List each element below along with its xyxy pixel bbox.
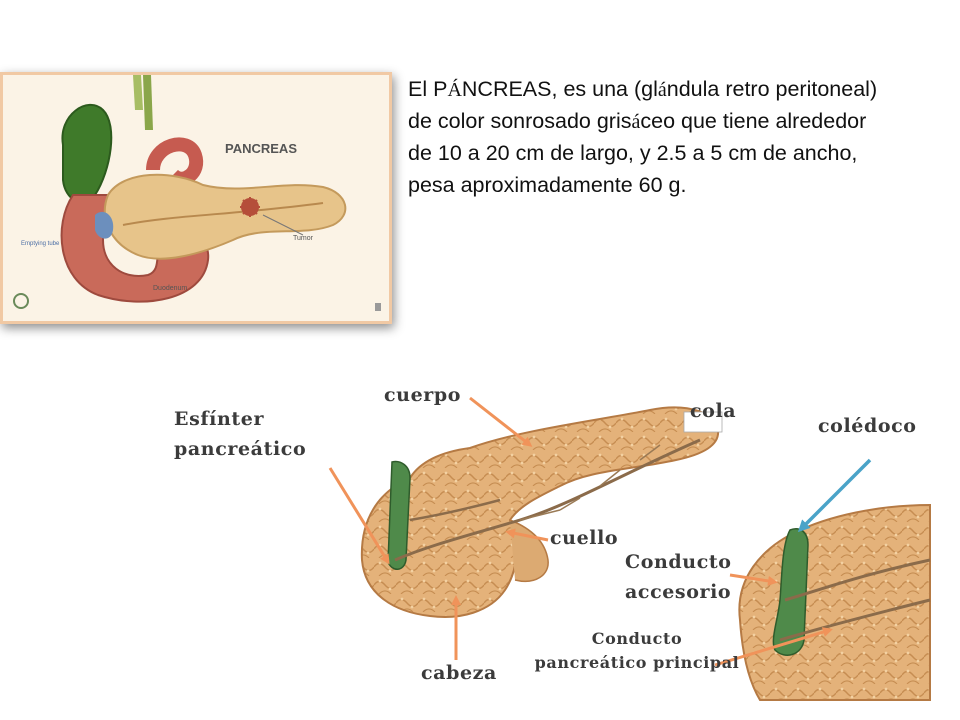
bile-duct-top bbox=[143, 75, 153, 130]
intro-text: ndula retro peritoneal) de color sonrosa… bbox=[408, 77, 878, 134]
label-arrows bbox=[328, 396, 872, 667]
photo-label-duct: Emptying tube bbox=[21, 241, 60, 247]
pancreas-inset bbox=[738, 503, 931, 701]
intro-accent: á bbox=[657, 79, 667, 101]
label-cuello: cuello bbox=[550, 527, 619, 549]
photo-label-duodenum: Duodenum bbox=[153, 285, 187, 292]
arrow-esfinter bbox=[328, 467, 390, 565]
label-conducto-principal-line2: pancreático principal bbox=[534, 653, 740, 672]
intro-paragraph: El PÁNCREAS, es una (glándula retro peri… bbox=[408, 74, 878, 201]
accessory-duct bbox=[409, 498, 501, 522]
label-cola: cola bbox=[690, 400, 737, 422]
cola-label-box bbox=[683, 411, 723, 433]
intro-accent: á bbox=[631, 111, 641, 134]
watermark-logo bbox=[13, 293, 29, 309]
pancreatic-duct-photo bbox=[122, 202, 324, 226]
arrow-conducto-principal bbox=[714, 627, 833, 667]
intro-text: NCREAS, es una (gl bbox=[461, 77, 658, 101]
ampulla-shape bbox=[95, 211, 114, 239]
inset-bile-duct bbox=[772, 528, 809, 656]
intro-text: El P bbox=[408, 77, 448, 101]
pancreas-illustration: PANCREAS Tumor Emptying tube Duodenum bbox=[3, 75, 389, 321]
bile-duct-main bbox=[387, 460, 411, 570]
label-conducto-principal: Conducto pancreático principal bbox=[523, 627, 751, 675]
label-esfinter: Esfínter pancreático bbox=[174, 404, 306, 464]
label-conducto-accesorio-line2: accesorio bbox=[625, 581, 732, 603]
label-conducto-accesorio-line1: Conducto bbox=[625, 551, 732, 573]
arrow-conducto-accesorio bbox=[729, 573, 778, 586]
label-cuerpo: cuerpo bbox=[384, 384, 462, 406]
inset-main-duct bbox=[779, 598, 931, 642]
photo-label-pancreas: PANCREAS bbox=[225, 141, 297, 156]
intro-accent: Á bbox=[447, 79, 462, 101]
cuello-label-box bbox=[540, 518, 626, 526]
arrow-coledoco bbox=[797, 458, 872, 533]
bile-duct-top-2 bbox=[133, 75, 143, 110]
label-conducto-principal-line1: Conducto bbox=[591, 629, 683, 648]
arrow-cuerpo bbox=[469, 396, 533, 447]
photo-label-tumor: Tumor bbox=[293, 235, 314, 242]
tumor-rays bbox=[240, 197, 260, 217]
inset-tissue bbox=[738, 503, 931, 701]
intro-text: ceo que tiene alrededor de 10 a 20 cm de… bbox=[408, 109, 867, 197]
duct-branches bbox=[519, 444, 661, 521]
pancreas-body bbox=[103, 173, 347, 260]
label-esfinter-line1: Esfínter bbox=[174, 408, 265, 430]
pancreas-neck-shape bbox=[509, 519, 549, 582]
arrow-cuello bbox=[505, 528, 549, 542]
photo-pointer-tumor bbox=[262, 214, 304, 236]
inset-accessory-duct bbox=[784, 558, 931, 602]
label-cabeza: cabeza bbox=[421, 662, 497, 684]
pancreas-photo: PANCREAS Tumor Emptying tube Duodenum bbox=[0, 72, 392, 324]
photo-corner-mark bbox=[375, 303, 381, 311]
label-conducto-accesorio: Conducto accesorio bbox=[625, 547, 732, 607]
pancreas-main-shape bbox=[360, 406, 720, 618]
label-esfinter-line2: pancreático bbox=[174, 438, 307, 460]
label-coledoco: colédoco bbox=[818, 415, 917, 437]
